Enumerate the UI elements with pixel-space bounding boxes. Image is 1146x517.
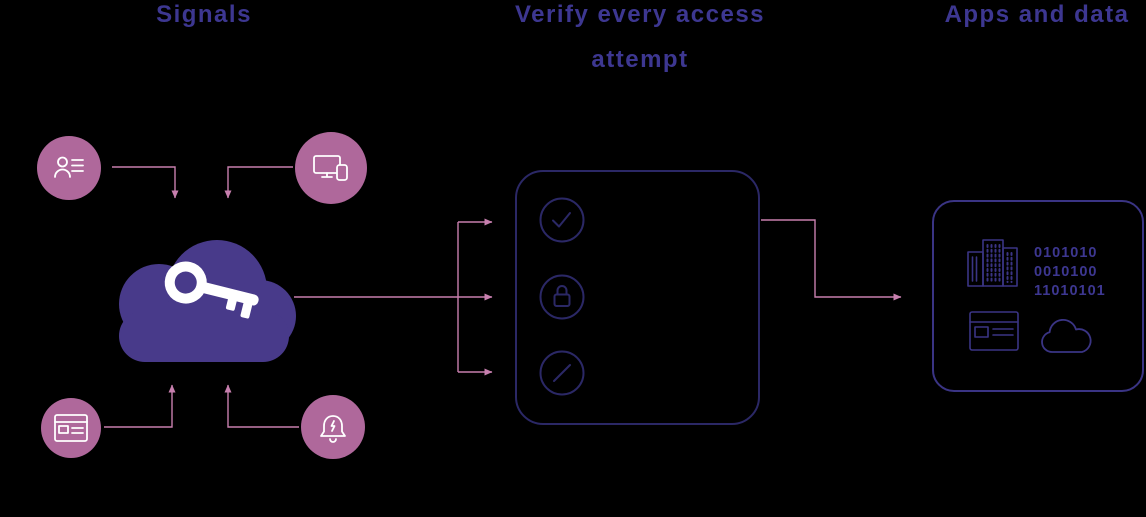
alert-bell-icon — [320, 415, 346, 443]
signals-heading: Signals — [156, 1, 252, 28]
binary-line: 11010101 — [1034, 283, 1106, 299]
connector-user-to-cloud — [112, 166, 179, 199]
lock-icon — [539, 274, 585, 320]
verify-step-check — [539, 197, 585, 243]
user-icon — [54, 156, 84, 178]
connector-bell-to-cloud — [224, 384, 299, 428]
apps-heading: Apps and data — [944, 1, 1130, 28]
verify-heading-line1: Verify every access — [514, 1, 766, 28]
key-icon — [164, 261, 259, 319]
alert-signal-badge — [301, 395, 365, 459]
connector-verify-to-apps — [761, 219, 902, 301]
check-icon — [539, 197, 585, 243]
binary-data-text: 0101010 0010100 11010101 — [1034, 244, 1134, 301]
connector-browser-to-cloud — [104, 384, 176, 428]
cloud-shape — [119, 240, 296, 362]
user-signal-badge — [37, 136, 101, 200]
verify-heading-line2: attempt — [591, 46, 689, 73]
cloud-icon — [1041, 318, 1092, 353]
cloud-key-icon — [119, 240, 296, 362]
device-icon — [313, 155, 348, 181]
browser-signal-badge — [41, 398, 101, 458]
verify-step-lock — [539, 274, 585, 320]
verify-step-block — [539, 350, 585, 396]
verify-policy-box — [515, 170, 760, 425]
binary-line: 0010100 — [1034, 264, 1098, 280]
verify-heading: Verify every access attempt — [480, 0, 800, 82]
app-window-icon — [969, 311, 1019, 351]
binary-line: 0101010 — [1034, 245, 1098, 261]
connector-device-to-cloud — [224, 166, 293, 199]
device-signal-badge — [295, 132, 367, 204]
buildings-icon — [967, 239, 1018, 287]
block-icon — [539, 350, 585, 396]
apps-data-box: 0101010 0010100 11010101 — [932, 200, 1144, 392]
browser-icon — [54, 414, 88, 442]
